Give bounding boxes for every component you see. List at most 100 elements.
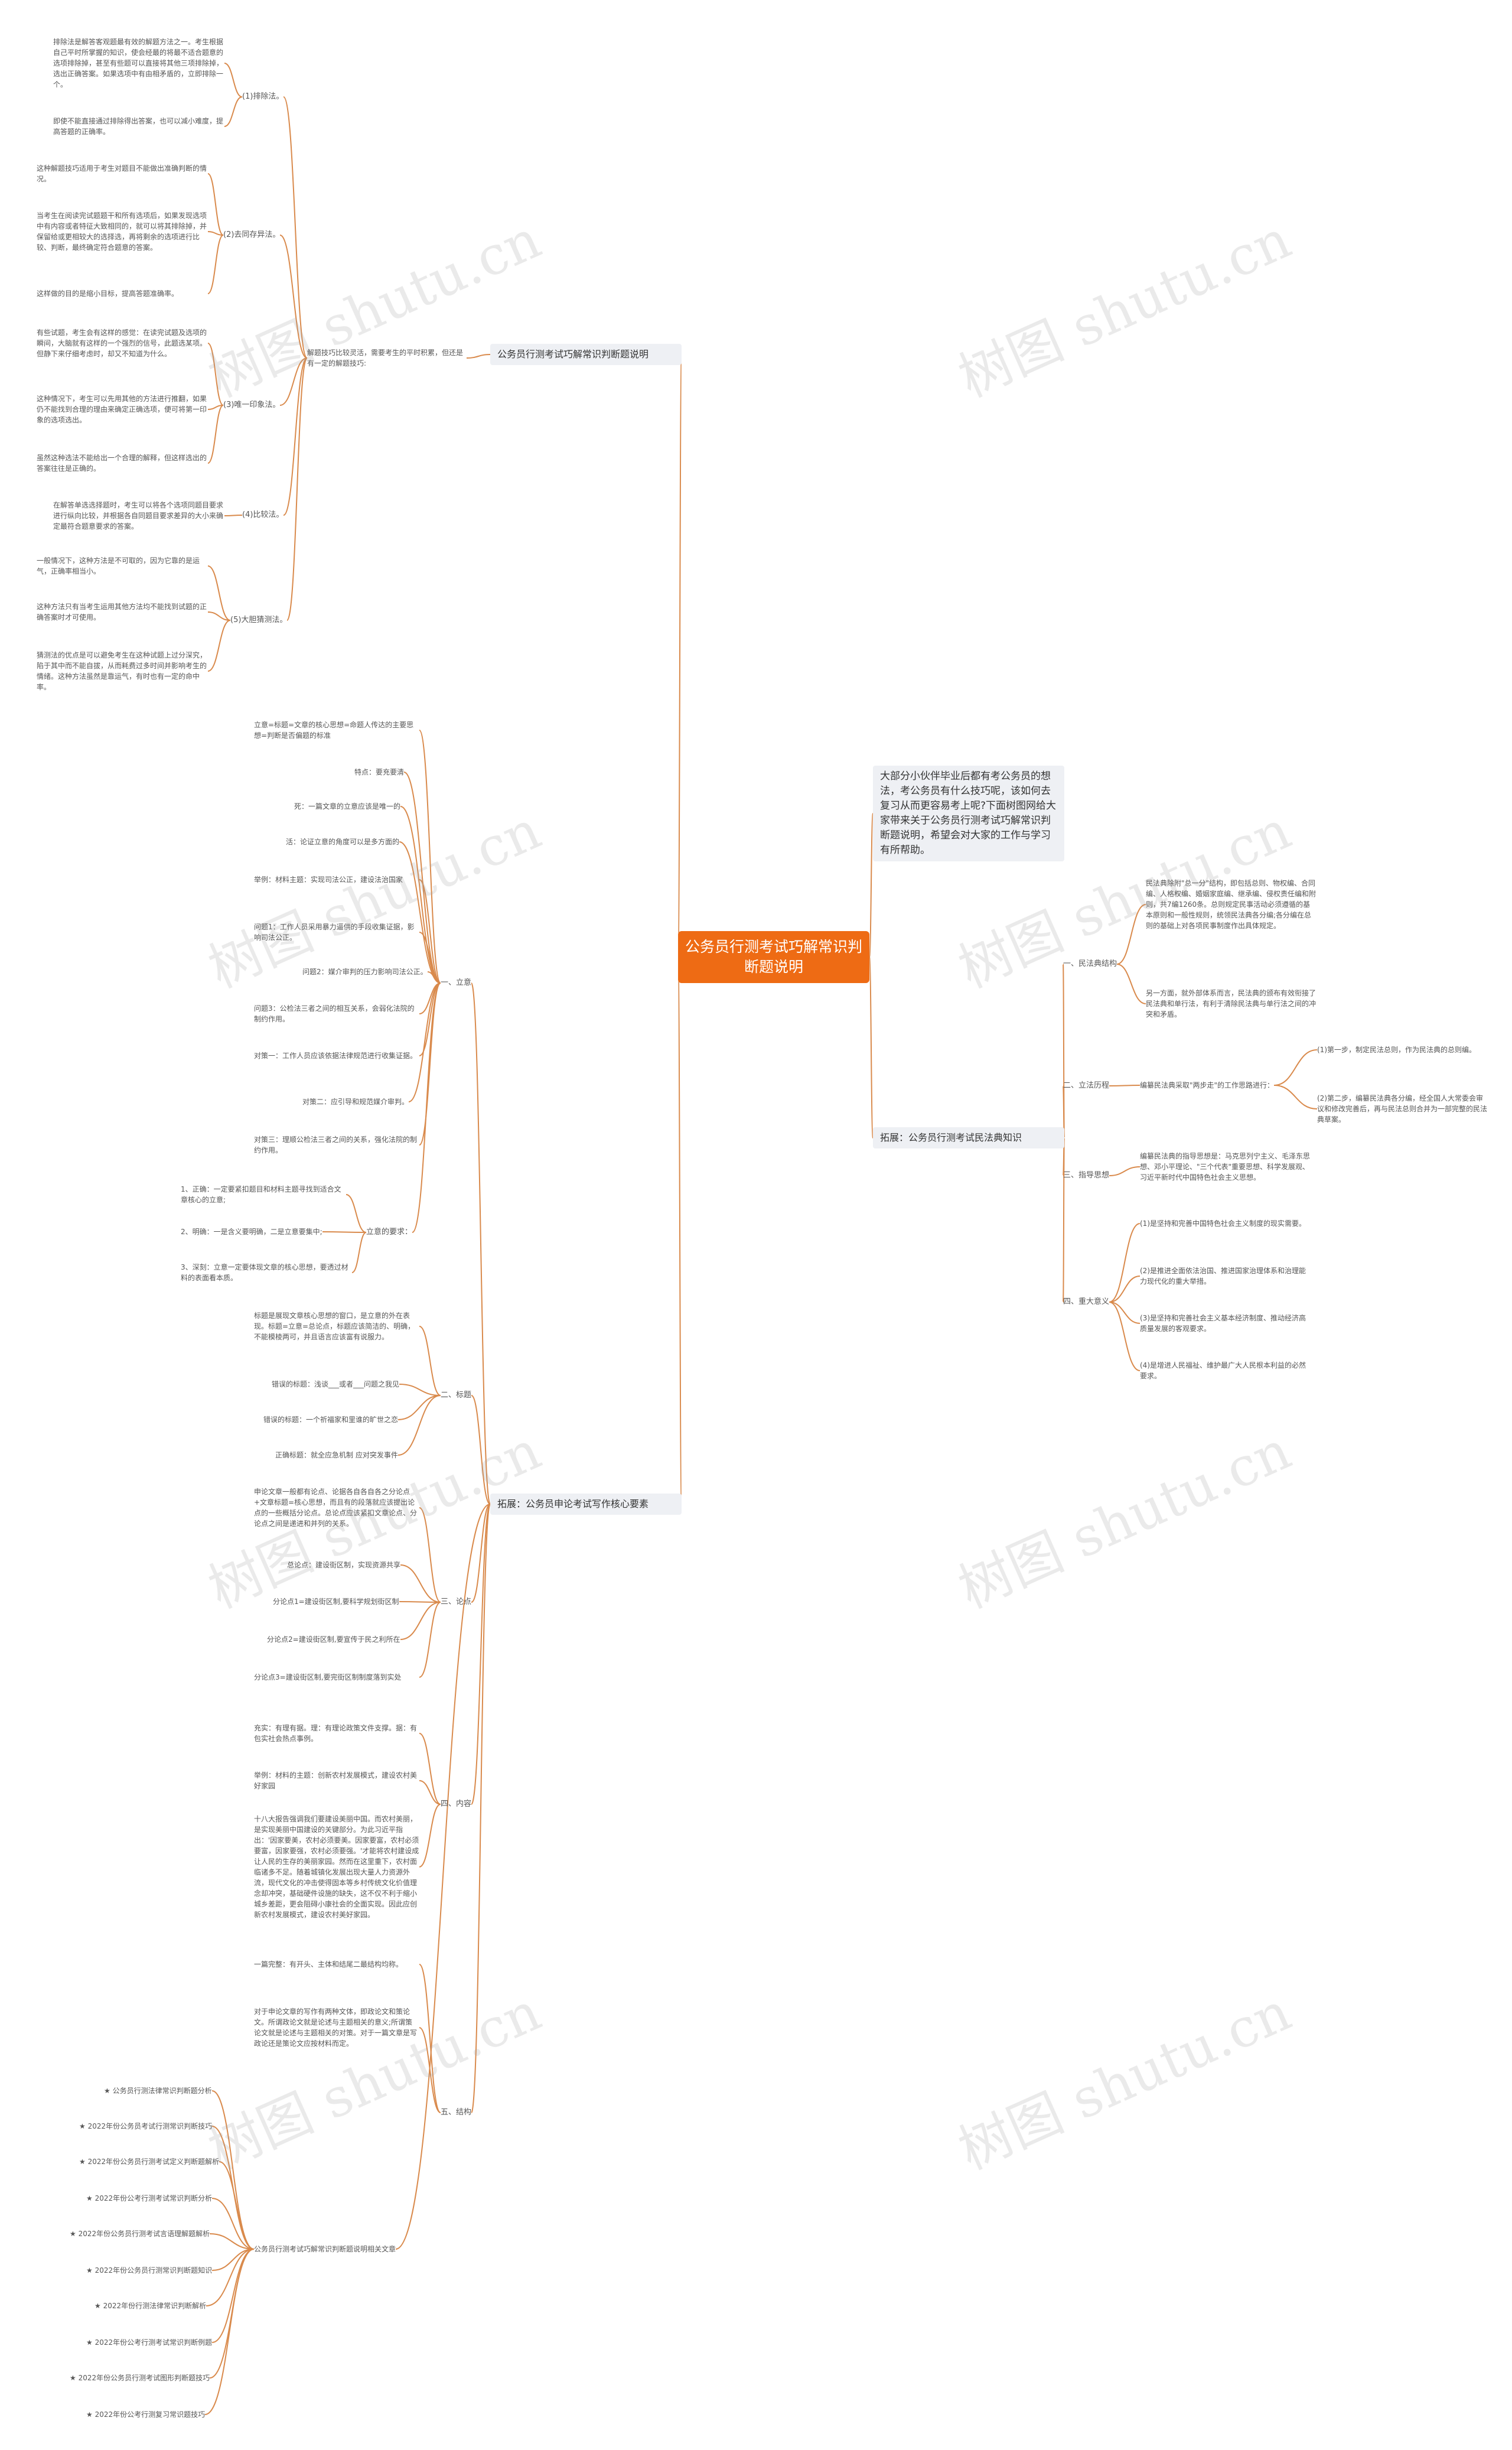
connector-line [1109,1302,1140,1371]
code-item: (2)第二步，编纂民法典各分编，经全国人大常委会审议和修改完善后，再与民法总则合… [1317,1094,1488,1124]
connector-line [419,1780,441,1805]
tip-item: 一般情况下，这种方法是不可取的，因为它靠的是运气，正确率相当小。 [37,557,200,575]
essay-item: 对于申论文章的写作有两种文体，即政论文和策论文。所谓政论文就是论述与主题相关的意… [254,2007,418,2048]
connector-line [204,2249,255,2415]
connector-line [219,2161,255,2250]
connector-line [412,982,441,1233]
essay-item: 问题2：媒介审判的压力影响司法公正。 [302,968,428,976]
connector-line [419,1507,441,1603]
connector-line [1109,1166,1140,1176]
tip-group-first-impression: (3)唯一印象法。 [223,401,281,409]
tip-group-compare: (4)比较法。 [242,510,284,519]
branch-tips-title[interactable]: 公务员行测考试巧解常识判断题说明 [490,344,682,365]
connector-line [207,565,231,621]
tip-group-guess: (5)大胆猜测法。 [230,616,288,624]
connector-line [1109,1223,1140,1303]
connector-line [224,515,243,516]
essay-item: 立意=标题=文章的核心思想=命题人传达的主要思想=判断是否偏题的标准 [254,721,414,740]
branch-essay-title[interactable]: 拓展：公务员申论考试写作核心要素 [490,1494,682,1515]
connector-line [400,1564,441,1603]
tip-item: 这样做的目的是缩小目标，提高答题准确率。 [37,289,179,298]
connector-line [419,1733,441,1805]
essay-item: 错误的标题：浅谈___或者___问题之我见 [272,1380,400,1388]
connector-line [279,357,308,406]
connector-line [209,2233,255,2250]
essay-item: 3、深刻：立意一定要体现文章的核心思想，要透过材料的表面看本质。 [181,1263,348,1282]
connector-line [1109,1085,1140,1086]
connector-line [419,1964,441,2113]
connector-line [400,806,441,984]
code-item: (1)第一步，制定民法总则，作为民法典的总则编。 [1317,1046,1476,1054]
connector-line [207,405,224,410]
branch-civil-code-title[interactable]: 拓展：公务员行测考试民法典知识 [873,1127,1064,1148]
connector-line [224,63,243,97]
related-article-link[interactable]: ★ 2022年份公考行测考试常识判断分析 [86,2194,213,2202]
essay-item: 举例：材料的主题：创新农村发展模式，建设农村美好家园 [254,1771,418,1790]
related-article-link[interactable]: ★ 2022年份公考行测考试常识判断例题 [86,2338,213,2347]
tip-item: 排除法是解答客观题最有效的解题方法之一。考生根据自己平时所掌握的知识，使会经最的… [53,38,224,89]
essay-section-title: 二、标题 [441,1391,472,1400]
tip-item: 虽然这种选法不能给出一个合理的解释，但这样选出的答案往往是正确的。 [37,454,207,473]
code-hub: 编纂民法典采取"两步走"的工作思路进行： [1140,1081,1275,1089]
essay-item: 分论点1=建设街区制,要科学规划街区制 [273,1597,399,1606]
related-articles-title: 公务员行测考试巧解常识判断题说明相关文章 [254,2245,396,2253]
connector-line [1273,1085,1318,1110]
connector-line [419,730,441,984]
connector-line [419,982,441,1056]
related-article-link[interactable]: ★ 2022年份公务员行测考试言语理解题解析 [70,2230,210,2238]
connector-line [869,956,874,1138]
connector-line [471,1504,491,1603]
connector-line [207,235,224,294]
connector-line [397,1395,441,1456]
essay-section-structure: 五、结构 [441,2108,472,2117]
connector-line [466,354,491,359]
connector-line [1109,1302,1140,1324]
connector-line [207,231,224,236]
essay-item: 对策一：工作人员应该依据法律规范进行收集证据。 [254,1052,418,1060]
essay-item: 活：论证立意的角度可以是多方面的 [286,838,400,846]
related-article-link[interactable]: ★ 2022年份公务员行测考试定义判断题解析 [79,2158,220,2166]
code-item: (3)是坚持和完善社会主义基本经济制度、推动经济高质量发展的客观要求。 [1140,1314,1306,1333]
related-article-link[interactable]: ★ 公务员行测法律常识判断题分析 [104,2087,212,2095]
essay-section-content: 四、内容 [441,1800,472,1808]
related-article-link[interactable]: ★ 2022年份公务员考试行测常识判断技巧 [79,2122,213,2130]
connector-line [408,982,441,1102]
tip-item: 在解答单选选择题时，考生可以将各个选项同题目要求进行纵向比较，并根据各自同题目要… [53,501,224,531]
tip-item: 这种情况下，考生可以先用其他的方法进行推翻，如果仍不能找到合理的理由来确定正确选… [37,395,207,424]
code-section-guideline: 三、指导思想 [1063,1171,1110,1180]
connector-line [869,813,874,958]
essay-item: 1、正确：一定要紧扣题目和材料主题寻找到适合文章核心的立意; [181,1185,341,1204]
connector-line [351,1232,367,1273]
connector-line [419,932,441,984]
essay-item: 十八大报告强调我们要建设美丽中国。而农村美丽，是实现美丽中国建设的关键部分。为此… [254,1815,419,1919]
connector-line [206,2249,255,2306]
essay-item: 申论文章一般都有论点、论据各自各自各之分论点+文章标题=核心思想，而且有的段落就… [254,1488,418,1528]
branch-tips-hub: 解题技巧比较灵活，需要考生的平时积累，但还是有一定的解题技巧: [307,349,464,367]
essay-item: 特点：要充要清 [354,768,405,776]
tip-item: 这种方法只有当考生运用其他方法均不能找到试题的正确答案时才可使用。 [37,603,207,622]
essay-item: 分论点2=建设街区制,要宣传于民之利所在 [267,1635,400,1644]
connector-line [419,1326,441,1396]
related-article-link[interactable]: ★ 2022年份公务员行测常识判断题知识 [86,2266,213,2275]
related-article-link[interactable]: ★ 2022年份行测法律常识判断解析 [94,2302,207,2310]
essay-item: 正确标题：就全应急机制 应对突发事件 [275,1451,398,1459]
code-section-structure: 一、民法典结构 [1063,959,1117,968]
essay-item: 总论点：建设街区制，实现资源共享 [287,1561,401,1569]
code-item: (1)是坚持和完善中国特色社会主义制度的现实需要。 [1140,1219,1306,1228]
connector-line [677,956,682,1505]
code-item: (4)是增进人民福祉、维护最广大人民根本利益的必然要求。 [1140,1361,1306,1380]
connector-line [1109,1276,1140,1303]
connector-line [207,343,224,406]
intro-box[interactable]: 大部分小伙伴毕业后都有考公务员的想法，考公务员有什么技巧呢，该如何去复习从而更容… [873,766,1064,861]
code-section-history: 二、立法历程 [1063,1081,1110,1090]
connector-line [395,1504,491,2250]
connector-line [1116,964,1146,1004]
connector-line [211,2090,255,2250]
root-topic[interactable]: 公务员行测考试巧解常识判断题说明 [678,931,869,983]
connector-line [207,620,231,672]
connector-line [471,1395,491,1505]
related-article-link[interactable]: ★ 2022年份公务员行测考试图形判断题技巧 [70,2374,210,2382]
essay-item: 对策三：理顺公检法三者之间的关系，强化法院的制约作用。 [254,1135,418,1154]
related-article-link[interactable]: ★ 2022年份公考行测复习常识题技巧 [86,2410,206,2419]
